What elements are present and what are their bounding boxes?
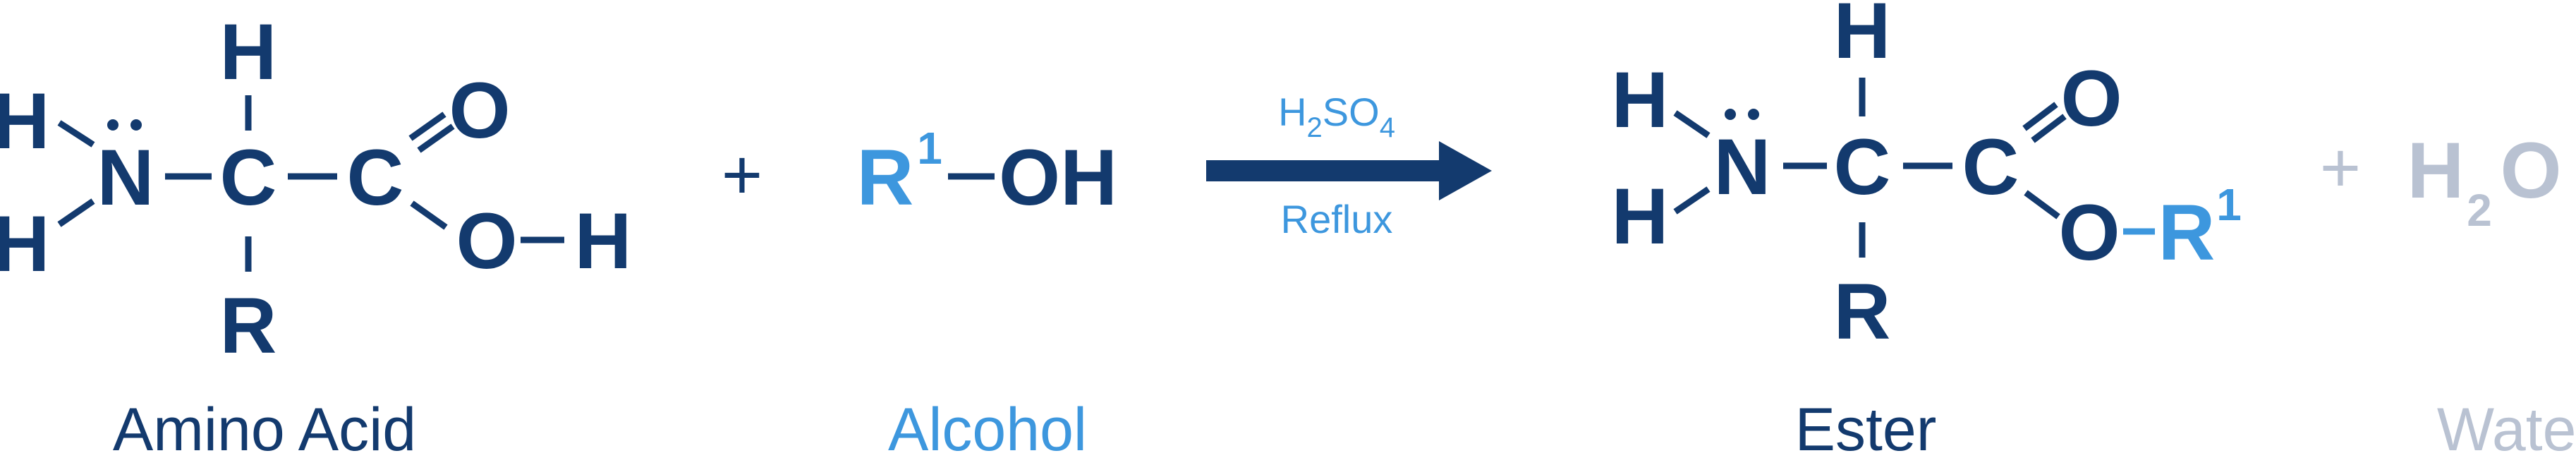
ester-o-double: O <box>2060 54 2122 143</box>
amino-acid-carbonyl-c: C <box>347 133 404 222</box>
ester-bond-c-o-double-2 <box>2031 114 2067 143</box>
reaction-arrow-head <box>1439 141 1492 200</box>
amino-acid-h-acid: H <box>575 197 632 285</box>
reaction-conditions: H2SO4 Reflux <box>1206 90 1492 241</box>
ester-n: N <box>1714 123 1771 211</box>
ester-alpha-c: C <box>1834 123 1891 211</box>
water-label: Water <box>2437 396 2576 458</box>
ester-r1: R <box>2158 188 2216 277</box>
amino-acid-n: N <box>97 133 154 222</box>
catalyst-sub-4: 4 <box>1380 112 1395 143</box>
alcohol-r-superscript: 1 <box>917 123 942 174</box>
alcohol-label: Alcohol <box>888 396 1087 458</box>
amino-acid-bond-n-h-bottom <box>57 198 95 227</box>
ester-label: Ester <box>1795 396 1937 458</box>
ester-bond-c-o-double-1 <box>2022 102 2058 131</box>
water-h: H <box>2407 126 2465 215</box>
ester-carbonyl-c: C <box>1962 123 2019 211</box>
plus-sign-1: + <box>722 135 763 215</box>
water-subscript-2: 2 <box>2467 185 2492 236</box>
ester-bond-c-o-single <box>2024 190 2060 219</box>
ester-o-single: O <box>2058 188 2120 277</box>
ester-bond-n-h-top <box>1673 110 1711 138</box>
ester-h-top: H <box>1834 0 1891 75</box>
ester-r1-superscript: 1 <box>2216 179 2242 230</box>
water: H 2 O Water <box>2407 126 2576 458</box>
amino-acid-h-left-bottom: H <box>0 200 49 288</box>
amino-acid-bond-n-h-top <box>57 120 95 147</box>
ester: H H H N C C R O O R 1 Ester <box>1612 0 2242 458</box>
catalyst-so: SO <box>1323 90 1380 134</box>
alcohol-oh: OH <box>999 133 1117 222</box>
amino-acid-lone-pair-dot-right <box>130 119 142 131</box>
ester-bond-n-h-bottom <box>1673 186 1711 215</box>
amino-acid-bond-c-o-double-2 <box>417 123 455 153</box>
alcohol-r: R <box>857 133 914 222</box>
amino-acid-alpha-c: C <box>220 133 277 222</box>
catalyst-h: H <box>1278 90 1306 134</box>
amino-acid: H H H N C C R O O H Amino Acid <box>0 8 631 458</box>
amino-acid-bond-c-o-double-1 <box>408 112 446 141</box>
catalyst-formula: H2SO4 <box>1278 90 1395 143</box>
amino-acid-label: Amino Acid <box>113 396 416 458</box>
ester-h-left-bottom: H <box>1612 172 1669 260</box>
conditions-reflux: Reflux <box>1281 197 1393 241</box>
amino-acid-h-left-top: H <box>0 77 49 165</box>
amino-acid-o-single: O <box>456 197 517 285</box>
alcohol: R 1 OH Alcohol <box>857 123 1117 458</box>
amino-acid-r: R <box>220 282 277 370</box>
ester-lone-pair-dot-left <box>1725 109 1736 120</box>
ester-r: R <box>1834 267 1891 356</box>
ester-h-left-top: H <box>1612 56 1669 144</box>
amino-acid-h-top: H <box>220 8 277 96</box>
amino-acid-bond-c-o-single <box>410 200 448 230</box>
water-o: O <box>2500 126 2561 215</box>
amino-acid-o-double: O <box>449 66 510 155</box>
plus-sign-2: + <box>2320 128 2361 207</box>
catalyst-sub-2: 2 <box>1307 112 1323 143</box>
ester-lone-pair-dot-right <box>1748 109 1759 120</box>
amino-acid-lone-pair-dot-left <box>107 119 119 131</box>
